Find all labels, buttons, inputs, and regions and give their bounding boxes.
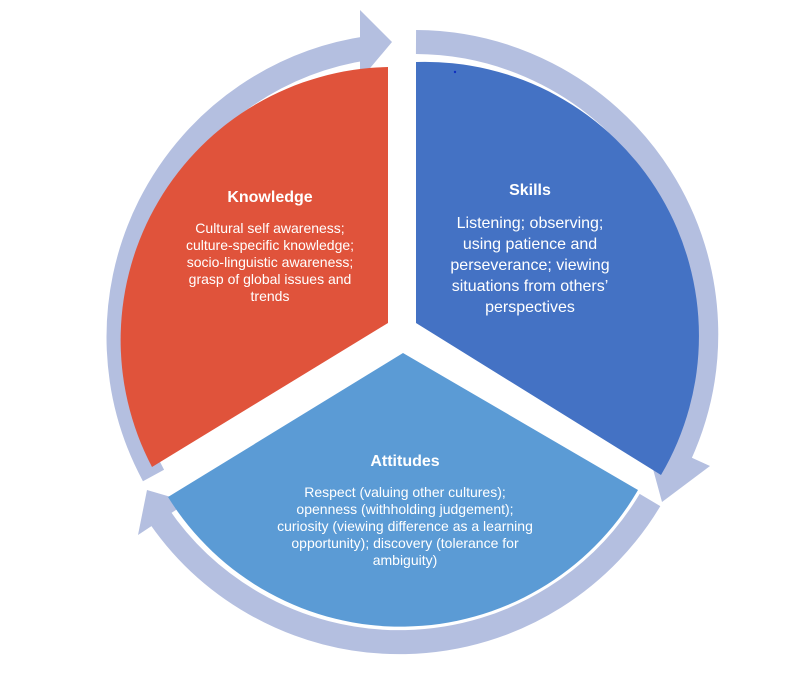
skills-line: situations from others’ [451, 278, 609, 295]
knowledge-line: trends [250, 288, 290, 304]
knowledge-text-block: Knowledge Cultural self awareness; cultu… [170, 188, 370, 305]
attitudes-line: Respect (valuing other cultures); [304, 484, 506, 500]
skills-line: perseverance; viewing [450, 257, 610, 274]
skills-body: Listening; observing; using patience and… [430, 213, 630, 318]
attitudes-segment [168, 353, 638, 627]
knowledge-body: Cultural self awareness; culture-specifi… [170, 220, 370, 305]
ring-arc-skills-to-attitudes [415, 30, 719, 460]
attitudes-text-block: Attitudes Respect (valuing other culture… [255, 452, 555, 569]
skills-text-block: Skills Listening; observing; using patie… [430, 181, 630, 318]
knowledge-line: Cultural self awareness; [195, 220, 345, 236]
attitudes-line: ambiguity) [372, 552, 438, 568]
skills-line: using patience and [462, 236, 598, 253]
knowledge-title: Knowledge [227, 189, 313, 206]
skills-segment [416, 61, 699, 476]
attitudes-line: openness (withholding judgement); [296, 501, 514, 517]
stray-dot [453, 70, 457, 74]
ring-arc-knowledge-to-skills [106, 36, 370, 482]
ring-arc-attitudes-to-knowledge [144, 493, 661, 655]
attitudes-line: opportunity); discovery (tolerance for [291, 535, 519, 551]
knowledge-line: socio-linguistic awareness; [186, 254, 354, 270]
skills-line: Listening; observing; [456, 215, 604, 232]
attitudes-title: Attitudes [370, 453, 440, 470]
skills-title: Skills [509, 182, 551, 199]
skills-line: perspectives [485, 299, 575, 316]
attitudes-line: curiosity (viewing difference as a learn… [277, 518, 533, 534]
knowledge-line: grasp of global issues and [188, 271, 352, 287]
attitudes-body: Respect (valuing other cultures); openne… [255, 484, 555, 569]
knowledge-segment [120, 67, 388, 467]
knowledge-line: culture-specific knowledge; [185, 237, 355, 253]
arrowhead-right-icon [360, 10, 392, 80]
